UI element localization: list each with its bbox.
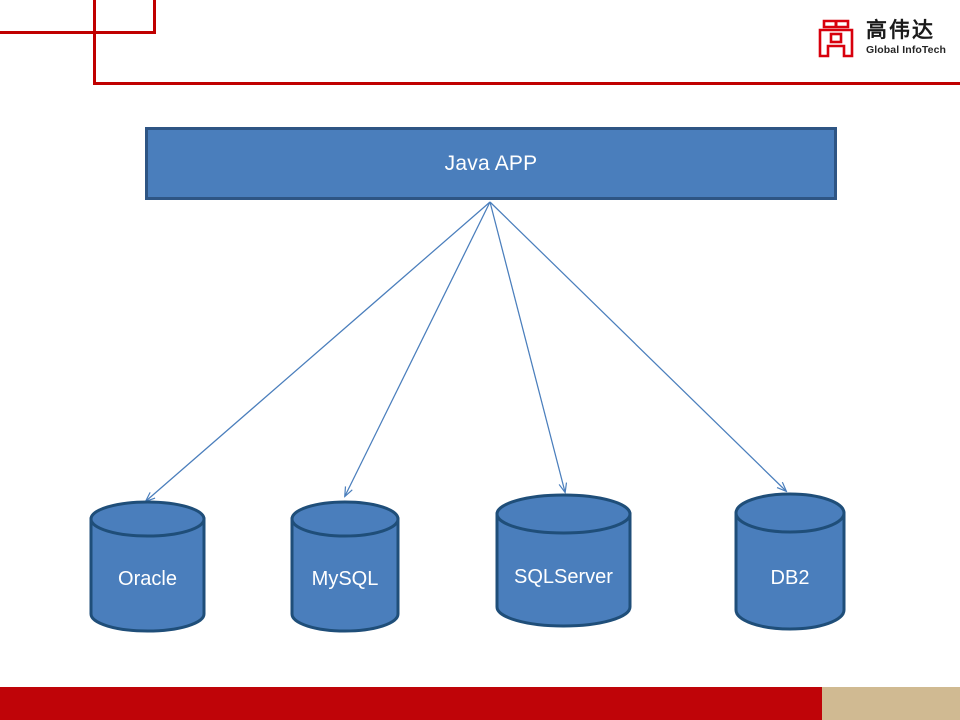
java-app-box[interactable]: Java APP bbox=[145, 127, 837, 200]
header-rule-horizontal-top bbox=[0, 31, 156, 34]
java-app-label: Java APP bbox=[444, 151, 538, 175]
header-rule-vertical-long bbox=[93, 0, 96, 85]
connector-line-db2 bbox=[489, 201, 786, 491]
cylinder-shape-db2 bbox=[734, 492, 846, 631]
cylinder-shape-oracle bbox=[89, 500, 206, 633]
database-cylinder-mysql[interactable]: MySQL bbox=[289, 500, 401, 633]
header-rule-vertical-short bbox=[153, 0, 156, 34]
database-cylinder-db2[interactable]: DB2 bbox=[733, 492, 847, 632]
footer-bar-tan bbox=[822, 687, 960, 720]
brand-logo-text: 高伟达 Global InfoTech bbox=[866, 20, 946, 56]
database-label-mysql: MySQL bbox=[311, 568, 379, 590]
database-label-oracle: Oracle bbox=[118, 568, 177, 590]
header-rule-horizontal-bottom bbox=[93, 82, 960, 85]
connector-line-sqlserver bbox=[489, 201, 565, 492]
cylinder-shape-sqlserver bbox=[495, 493, 632, 628]
brand-name-en: Global InfoTech bbox=[866, 44, 947, 57]
footer-bar-red bbox=[0, 687, 822, 720]
database-cylinder-oracle[interactable]: Oracle bbox=[88, 500, 207, 633]
connector-line-mysql bbox=[345, 201, 491, 496]
database-label-sqlserver: SQLServer bbox=[514, 566, 613, 588]
connector-line-oracle bbox=[146, 201, 491, 501]
database-cylinder-sqlserver[interactable]: SQLServer bbox=[494, 493, 633, 629]
brand-logo: 高伟达 Global InfoTech bbox=[815, 16, 946, 60]
gaoweida-gate-logo-icon bbox=[818, 19, 854, 58]
database-label-db2: DB2 bbox=[770, 567, 810, 589]
cylinder-shape-mysql bbox=[290, 500, 400, 633]
brand-name-cn: 高伟达 bbox=[866, 18, 935, 43]
